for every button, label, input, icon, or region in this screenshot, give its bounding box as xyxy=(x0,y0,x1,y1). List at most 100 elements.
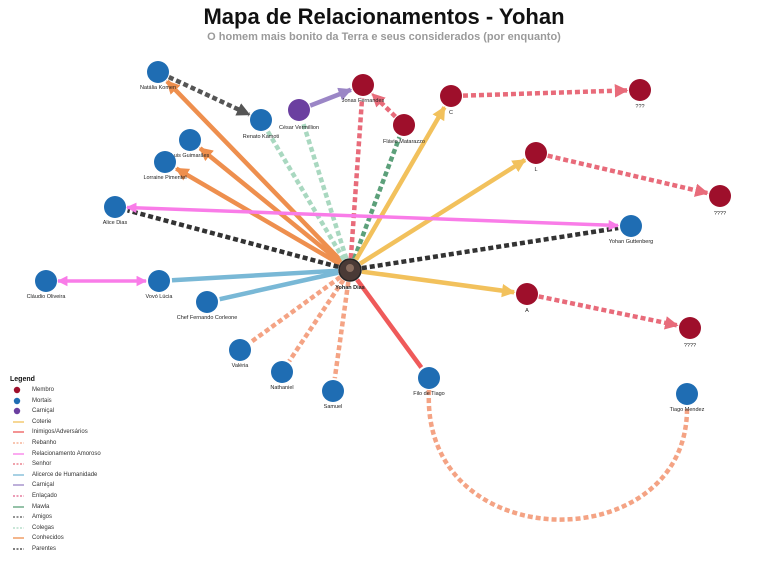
legend-item-relacionamento: Relacionamento Amoroso xyxy=(10,449,150,460)
node-circle[interactable] xyxy=(196,291,218,313)
node-circle[interactable] xyxy=(148,270,170,292)
node-circle[interactable] xyxy=(179,129,201,151)
legend-label: Mawla xyxy=(32,503,50,510)
node-natalia-komen[interactable]: Natália Komen xyxy=(140,61,176,91)
edge-layer xyxy=(56,75,709,522)
edge-yohan-dias-nathaniel xyxy=(287,278,346,363)
node-label: Flávio Matarazzo xyxy=(383,139,425,145)
node-q4b[interactable]: ???? xyxy=(679,317,701,349)
edge-yohan-dias-c xyxy=(354,106,447,261)
legend-label: Alicerce de Humanidade xyxy=(32,471,98,478)
edge-natalia-komen-renato-kamoti xyxy=(167,75,251,117)
edge-l-q4a xyxy=(547,153,709,197)
legend-item-alicerce: Alicerce de Humanidade xyxy=(10,470,150,481)
node-label: L xyxy=(534,167,537,173)
node-circle[interactable] xyxy=(229,339,251,361)
node-circle[interactable] xyxy=(147,61,169,83)
edge-yohan-dias-samuel xyxy=(332,281,351,379)
legend-title: Legend xyxy=(10,376,35,383)
legend-symbol xyxy=(13,527,24,529)
node-l[interactable]: L xyxy=(525,142,547,173)
legend-item-inimigos: Inimigos/Adversários xyxy=(10,427,150,438)
node-label: Yohan Guttenberg xyxy=(609,239,653,245)
node-label: Samuel xyxy=(324,404,343,410)
legend-label: Senhor xyxy=(32,461,52,468)
node-label: Luis Guimarães xyxy=(171,153,210,159)
edge-yohan-dias-chef-fernando xyxy=(219,270,339,302)
legend-label: Inimigos/Adversários xyxy=(32,429,88,436)
legend-item-membro: Membro xyxy=(10,385,150,396)
edge-cesar-vermillion-jonas-fernandes xyxy=(309,87,353,108)
node-circle[interactable] xyxy=(271,361,293,383)
legend-symbol xyxy=(13,516,24,518)
node-nathaniel[interactable]: Nathaniel xyxy=(270,361,294,391)
node-yohan-guttenberg[interactable]: Yohan Guttenberg xyxy=(609,215,653,245)
legend-item-carnical: Carniçal xyxy=(10,406,150,417)
node-flavio-matarazzo[interactable]: Flávio Matarazzo xyxy=(383,114,425,145)
node-samuel[interactable]: Samuel xyxy=(322,380,344,410)
avatar-face xyxy=(346,264,354,272)
node-circle[interactable] xyxy=(679,317,701,339)
legend-label: Conhecidos xyxy=(32,535,64,542)
node-claudio-oliveira[interactable]: Cláudio Oliveira xyxy=(27,270,67,300)
edge-yohan-dias-flavio-matarazzo xyxy=(352,136,402,260)
node-c[interactable]: C xyxy=(440,85,462,116)
node-q3[interactable]: ??? xyxy=(629,79,651,110)
node-q4a[interactable]: ???? xyxy=(709,185,731,217)
node-renato-kamoti[interactable]: Renato Kamoti xyxy=(243,109,279,140)
node-circle[interactable] xyxy=(629,79,651,101)
legend-item-colegas: Colegas xyxy=(10,523,150,534)
node-label: Chef Fernando Corleone xyxy=(177,315,238,321)
legend-label: Mortais xyxy=(32,397,52,404)
edge-yohan-dias-lorraine-pimentel xyxy=(175,166,341,266)
node-cesar-vermillion[interactable]: César Vermillion xyxy=(279,99,319,131)
node-circle[interactable] xyxy=(154,151,176,173)
edge-flavio-matarazzo-jonas-fernandes xyxy=(370,92,397,119)
node-a[interactable]: A xyxy=(516,283,538,314)
node-circle[interactable] xyxy=(352,74,374,96)
node-label: ???? xyxy=(714,211,726,217)
node-label: Yohan Dias xyxy=(335,285,365,291)
edge-alice-dias-yohan-guttenberg xyxy=(125,202,620,231)
node-chef-fernando[interactable]: Chef Fernando Corleone xyxy=(177,291,238,321)
node-filo-de-tiago[interactable]: Filo de Tiago xyxy=(413,367,445,397)
node-valeria[interactable]: Valéria xyxy=(229,339,251,369)
node-alice-dias[interactable]: Alice Dias xyxy=(103,196,128,226)
edge-a-q4b xyxy=(538,294,679,330)
legend-symbol xyxy=(13,548,24,550)
node-vovo-lucia[interactable]: Vovó Lúcia xyxy=(146,270,174,300)
node-circle[interactable] xyxy=(35,270,57,292)
node-lorraine-pimentel[interactable]: Lorraine Pimentel xyxy=(143,151,187,181)
node-luis-guimaraes[interactable]: Luis Guimarães xyxy=(171,129,210,159)
node-circle[interactable] xyxy=(288,99,310,121)
legend-symbol xyxy=(13,431,24,434)
node-circle[interactable] xyxy=(440,85,462,107)
node-jonas-fernandes[interactable]: Jonas Fernandes xyxy=(342,74,385,104)
legend-symbol xyxy=(13,505,24,508)
node-circle[interactable] xyxy=(104,196,126,218)
node-yohan-dias[interactable]: Yohan Dias xyxy=(335,258,365,291)
node-circle[interactable] xyxy=(676,383,698,405)
edge-yohan-dias-vovo-lucia xyxy=(171,268,339,283)
node-circle[interactable] xyxy=(525,142,547,164)
diagram-title: Mapa de Relacionamentos - Yohan xyxy=(203,4,565,29)
edge-yohan-dias-alice-dias xyxy=(126,208,339,270)
node-circle[interactable] xyxy=(516,283,538,305)
node-label: A xyxy=(525,308,529,314)
legend-symbol xyxy=(13,474,24,476)
node-label: ???? xyxy=(684,343,696,349)
legend-symbol xyxy=(13,537,24,539)
node-label: Vovó Lúcia xyxy=(146,294,174,300)
node-circle[interactable] xyxy=(322,380,344,402)
node-circle[interactable] xyxy=(393,114,415,136)
node-circle[interactable] xyxy=(418,367,440,389)
node-circle[interactable] xyxy=(620,215,642,237)
node-circle[interactable] xyxy=(250,109,272,131)
node-tiago-mendez[interactable]: Tiago Mendez xyxy=(670,383,705,413)
node-circle[interactable] xyxy=(709,185,731,207)
legend-symbol xyxy=(13,463,24,465)
legend-label: Rebanho xyxy=(32,439,57,446)
edge-yohan-dias-filo-de-tiago xyxy=(355,278,424,369)
